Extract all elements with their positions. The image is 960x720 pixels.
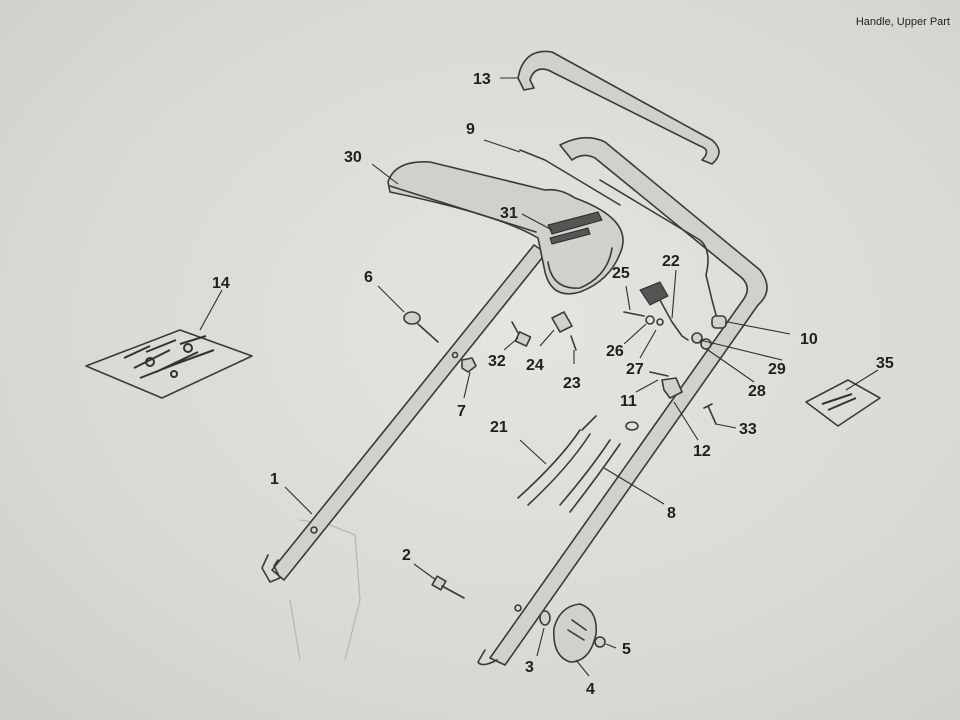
part-22-cable bbox=[599, 179, 717, 316]
part-1-left-tube bbox=[261, 244, 547, 583]
callout-13: 13 bbox=[473, 71, 491, 88]
part-4-knob bbox=[553, 603, 597, 663]
part-24-clip bbox=[551, 311, 573, 333]
part-2-bolt bbox=[431, 575, 465, 599]
part-6-eye-bolt bbox=[403, 311, 439, 343]
callout-6: 6 bbox=[364, 269, 373, 286]
part-29-nut bbox=[691, 332, 703, 344]
callout-11: 11 bbox=[620, 393, 637, 410]
part-33-screw bbox=[703, 403, 717, 425]
part-30-handle-cover bbox=[387, 149, 624, 295]
part-31-button bbox=[547, 211, 603, 245]
leader-lines bbox=[199, 77, 879, 677]
part-32-bolt bbox=[511, 321, 532, 347]
callout-7: 7 bbox=[457, 403, 466, 420]
callout-12: 12 bbox=[693, 443, 711, 460]
callout-8: 8 bbox=[667, 505, 676, 522]
part-8-cable bbox=[559, 421, 639, 513]
callout-5: 5 bbox=[622, 641, 631, 658]
callout-31: 31 bbox=[500, 205, 518, 222]
part-14-hardware-bag bbox=[85, 329, 253, 399]
part-7-nut bbox=[461, 357, 477, 373]
callout-22: 22 bbox=[662, 253, 680, 270]
part-3-washer bbox=[539, 610, 551, 626]
part-35-small-bag bbox=[805, 379, 881, 427]
callout-32: 32 bbox=[488, 353, 506, 370]
callout-27: 27 bbox=[626, 361, 644, 378]
callout-1: 1 bbox=[270, 471, 279, 488]
callout-2: 2 bbox=[402, 547, 411, 564]
callout-33: 33 bbox=[739, 421, 757, 438]
callout-24: 24 bbox=[526, 357, 544, 374]
callout-28: 28 bbox=[748, 383, 766, 400]
callout-30: 30 bbox=[344, 149, 362, 166]
callout-10: 10 bbox=[800, 331, 818, 348]
callout-3: 3 bbox=[525, 659, 534, 676]
part-25-lever bbox=[623, 281, 689, 341]
callout-29: 29 bbox=[768, 361, 786, 378]
callout-4: 4 bbox=[586, 681, 595, 698]
callout-35: 35 bbox=[876, 355, 894, 372]
part-10-cap bbox=[711, 315, 727, 329]
callout-numbers: 1 2 3 4 5 6 7 8 9 10 11 12 13 14 21 22 2… bbox=[212, 71, 894, 698]
part-13-top-bar bbox=[517, 50, 720, 165]
callout-26: 26 bbox=[606, 343, 624, 360]
diagram-title: Handle, Upper Part bbox=[855, 16, 950, 28]
ghost-outline bbox=[289, 599, 301, 661]
callout-9: 9 bbox=[466, 121, 475, 138]
part-23-screw bbox=[570, 335, 577, 351]
callout-14: 14 bbox=[212, 275, 230, 292]
callout-21: 21 bbox=[490, 419, 508, 436]
callout-23: 23 bbox=[563, 375, 581, 392]
part-28-washer bbox=[700, 338, 712, 350]
part-21-cable bbox=[517, 415, 597, 506]
part-12-clamp bbox=[649, 371, 683, 399]
callout-25: 25 bbox=[612, 265, 630, 282]
part-5-nut bbox=[594, 636, 606, 648]
